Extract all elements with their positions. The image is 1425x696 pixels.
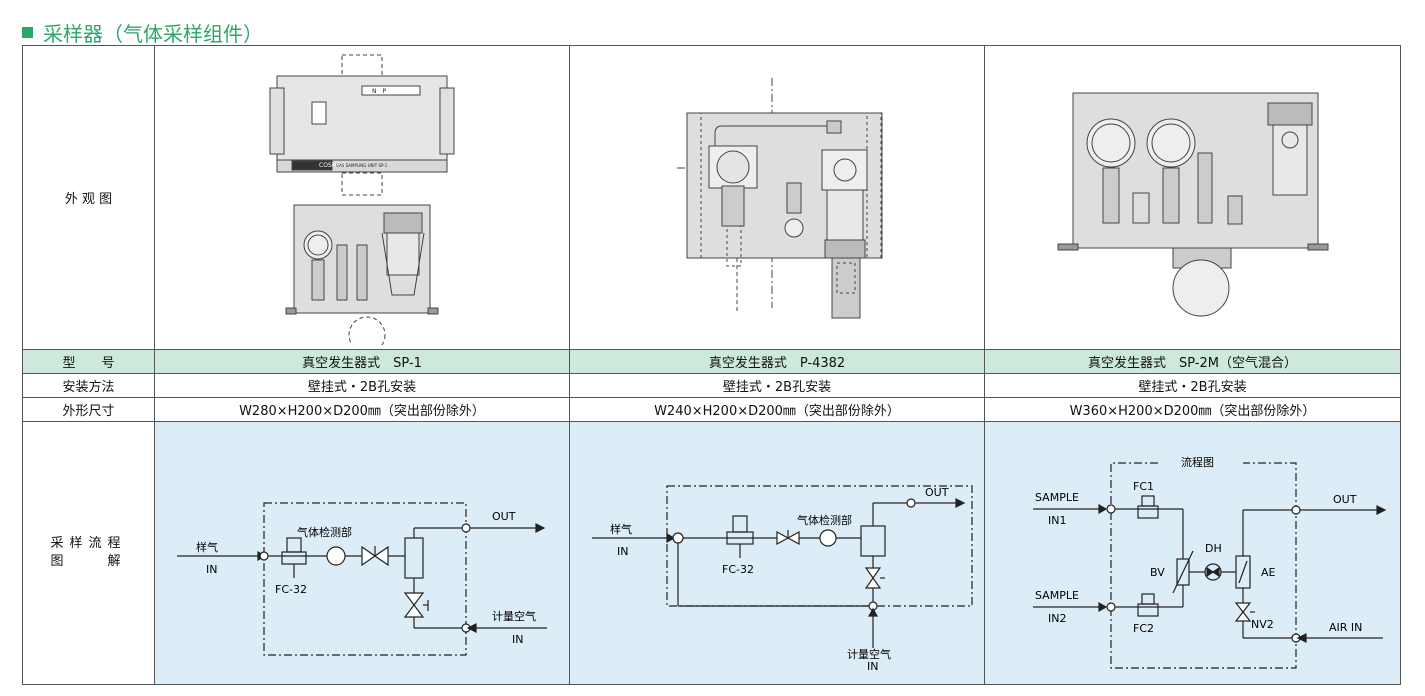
- flow2-in-label: 样气: [610, 522, 632, 536]
- model-sp1: 真空发生器式 SP-1: [154, 349, 570, 374]
- flow1-meter-air: 计量空气: [492, 609, 536, 623]
- flow-p4382-svg: 样气 IN 气体检测部 FC-32 OUT 计量空气 IN: [592, 485, 973, 673]
- flow-diagram-sp1: 样气 IN 气体检测部 FC-32 OUT 计量空气 IN: [154, 421, 570, 685]
- sp1-image-cell: COSMOS GAS SAMPLING UNIT SP-1 N P: [154, 45, 570, 350]
- p4382-image-cell: [569, 45, 985, 350]
- size-p4382: W240×H200×D200㎜（突出部份除外）: [569, 397, 985, 422]
- mount-sp2m: 壁挂式・2B孔安装: [984, 373, 1401, 398]
- appearance-row: 外 观 图: [22, 45, 1401, 350]
- nameplate-brand: COSMOS: [319, 162, 346, 169]
- section-title: 采样器（气体采样组件）: [22, 18, 263, 46]
- flow1-fc: FC-32: [275, 583, 307, 596]
- flow3-fc2: FC2: [1133, 622, 1154, 635]
- mount-row: 安装方法 壁挂式・2B孔安装 壁挂式・2B孔安装 壁挂式・2B孔安装: [22, 373, 1401, 398]
- top-label: N P: [372, 88, 386, 95]
- flow2-meter-air: 计量空气: [847, 647, 891, 661]
- flow1-out: OUT: [492, 510, 516, 523]
- flow-diagram-sp2m: 流程图 SAMPLE IN1 SAMPLE IN2 FC1 FC2 BV DH …: [984, 421, 1401, 685]
- flow2-in-sub: IN: [617, 545, 628, 558]
- appearance-label: 外 观 图: [22, 45, 155, 350]
- flow1-detector: 气体检测部: [297, 525, 352, 539]
- flow3-in1: IN1: [1048, 514, 1066, 527]
- flow3-ae: AE: [1261, 566, 1276, 579]
- flow3-in2: IN2: [1048, 612, 1066, 625]
- section-title-text: 采样器（气体采样组件）: [43, 21, 263, 46]
- flow1-in-label: 样气: [196, 540, 218, 554]
- flow2-out: OUT: [925, 486, 949, 499]
- model-label: 型 号: [22, 349, 155, 374]
- size-sp1: W280×H200×D200㎜（突出部份除外）: [154, 397, 570, 422]
- flow3-header: 流程图: [1181, 455, 1214, 469]
- flow3-air-in: AIR IN: [1329, 621, 1362, 634]
- flow3-dh: DH: [1205, 542, 1222, 555]
- mount-p4382: 壁挂式・2B孔安装: [569, 373, 985, 398]
- nameplate-text: GAS SAMPLING UNIT SP-1: [336, 163, 388, 168]
- flow2-fc: FC-32: [722, 563, 754, 576]
- size-row: 外形尺寸 W280×H200×D200㎜（突出部份除外） W240×H200×D…: [22, 397, 1401, 422]
- flow3-nv2: NV2: [1251, 618, 1274, 631]
- flow1-in-sub: IN: [206, 563, 217, 576]
- flow2-meter-in: IN: [867, 660, 878, 673]
- model-row: 型 号 真空发生器式 SP-1 真空发生器式 P-4382 真空发生器式 SP-…: [22, 349, 1401, 374]
- flow3-fc1: FC1: [1133, 480, 1154, 493]
- model-p4382: 真空发生器式 P-4382: [569, 349, 985, 374]
- flow3-sample2: SAMPLE: [1035, 589, 1079, 602]
- flow-diagram-p4382: 样气 IN 气体检测部 FC-32 OUT 计量空气 IN: [569, 421, 985, 685]
- flow-sp1-svg: 样气 IN 气体检测部 FC-32 OUT 计量空气 IN: [177, 502, 547, 656]
- sp1-drawing: COSMOS GAS SAMPLING UNIT SP-1 N P: [269, 54, 455, 345]
- spec-table: 外 观 图: [22, 45, 1401, 685]
- sp2m-drawing: [1057, 92, 1328, 316]
- flow1-meter-in: IN: [512, 633, 523, 646]
- flow-sp2m-svg: 流程图 SAMPLE IN1 SAMPLE IN2 FC1 FC2 BV DH …: [1032, 455, 1386, 669]
- size-label: 外形尺寸: [22, 397, 155, 422]
- mount-sp1: 壁挂式・2B孔安装: [154, 373, 570, 398]
- flow2-detector: 气体检测部: [797, 513, 852, 527]
- flow3-bv: BV: [1150, 566, 1165, 579]
- p4382-drawing: [677, 77, 883, 318]
- flow3-sample1: SAMPLE: [1035, 491, 1079, 504]
- flow3-out: OUT: [1333, 493, 1357, 506]
- model-sp2m: 真空发生器式 SP-2M（空气混合）: [984, 349, 1401, 374]
- sp2m-image-cell: [984, 45, 1401, 350]
- mount-label: 安装方法: [22, 373, 155, 398]
- square-bullet-icon: [22, 26, 33, 38]
- flow-row: 采样流程 图 解: [22, 421, 1401, 685]
- flow-label: 采样流程 图 解: [22, 421, 155, 685]
- size-sp2m: W360×H200×D200㎜（突出部份除外）: [984, 397, 1401, 422]
